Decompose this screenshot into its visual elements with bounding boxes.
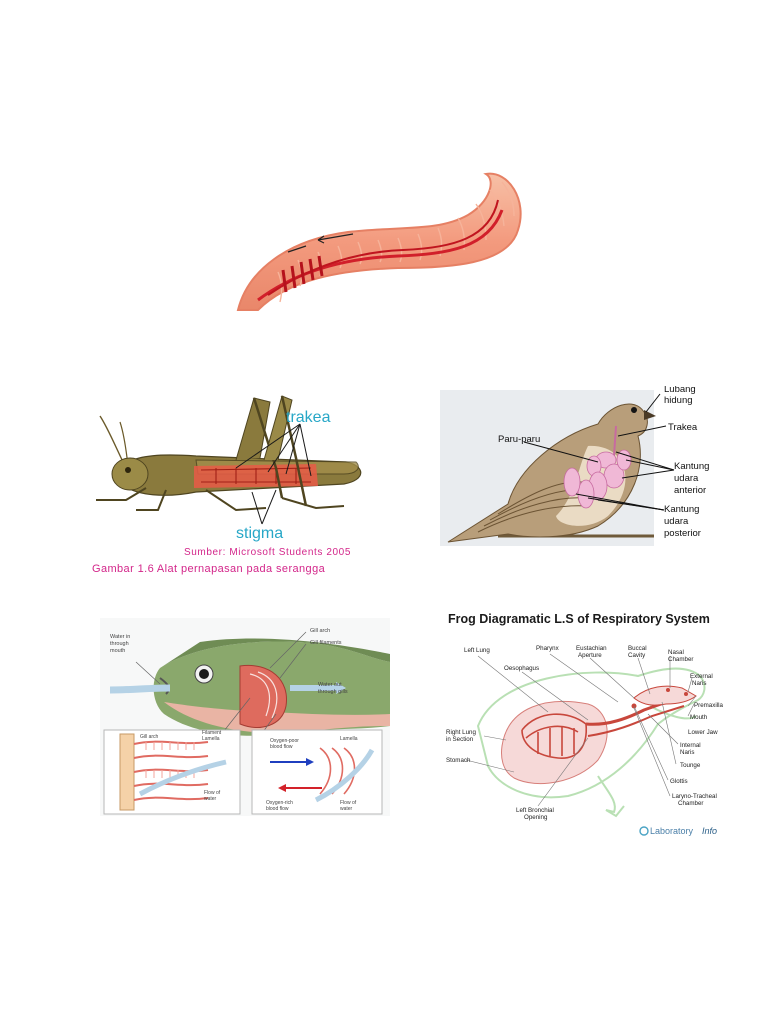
label-kantung-anterior-3: anterior (674, 485, 706, 496)
label-kantung-posterior-2: udara (664, 516, 689, 527)
earthworm-diagram (228, 160, 528, 320)
grasshopper-diagram: trakea stigma Sumber: Microsoft Students… (86, 388, 368, 584)
label-paru-paru: Paru-paru (498, 434, 540, 445)
label-oxygen-rich-2: blood flow (266, 806, 289, 812)
frog-respiratory-diagram: Frog Diagramatic L.S of Respiratory Syst… (438, 606, 738, 842)
label-lubang: Lubang (664, 386, 696, 395)
label-lower-jaw: Lower Jaw (688, 729, 718, 736)
label-water-in-1: Water in (110, 634, 130, 640)
label-lamella: Lamella (202, 736, 220, 742)
label-water-in-2: through (110, 641, 129, 647)
label-laryno-1: Laryno-Tracheal (672, 793, 717, 800)
label-kantung-posterior-1: Kantung (664, 504, 699, 515)
image-source: Sumber: Microsoft Students 2005 (184, 547, 351, 558)
label-pharynx: Pharynx (536, 645, 560, 652)
label-nasal-1: Nasal (668, 649, 684, 656)
label-internal-1: Internal (680, 742, 701, 749)
label-laryno-2: Chamber (678, 800, 703, 807)
label-lamella-2: Lamella (340, 736, 358, 742)
label-hidung: hidung (664, 395, 693, 406)
label-left-lung: Left Lung (464, 647, 490, 654)
label-nasal-2: Chamber (668, 656, 693, 663)
figure-caption: Gambar 1.6 Alat pernapasan pada serangga (92, 563, 326, 575)
label-oxygen-rich-1: Oxygen-rich (266, 800, 293, 806)
label-inset-gill-arch: Gill arch (140, 734, 159, 740)
brand-info: Info (702, 826, 717, 836)
label-water-out-2: through gills (318, 689, 348, 695)
label-mouth: Mouth (690, 714, 708, 721)
label-kantung-anterior-1: Kantung (674, 461, 709, 472)
label-premaxilla: Premaxilla (694, 702, 723, 709)
frog-respiratory-illustration: Frog Diagramatic L.S of Respiratory Syst… (446, 612, 723, 836)
bird-illustration: Lubang hidung Trakea Paru-paru Kantung u… (440, 386, 709, 546)
label-tounge: Tounge (680, 762, 701, 769)
laboratoryinfo-logo: Laboratory Info (639, 826, 717, 836)
label-external-1: External (690, 673, 713, 680)
label-oxygen-poor-2: blood flow (270, 744, 293, 750)
label-right-lung-1: Right Lung (446, 729, 476, 736)
earthworm-illustration (236, 172, 522, 311)
label-eustachian-1: Eustachian (576, 645, 607, 652)
label-flow-water-2: water (204, 796, 217, 802)
label-internal-2: Naris (680, 749, 694, 756)
label-kantung-posterior-3: posterior (664, 528, 701, 539)
label-trakea: Trakea (668, 422, 698, 433)
label-kantung-anterior-2: udara (674, 473, 699, 484)
label-buccal-1: Buccal (628, 645, 647, 652)
label-flow-water2-2: water (340, 806, 353, 812)
label-trakea: trakea (286, 409, 331, 426)
grasshopper-illustration: trakea stigma Sumber: Microsoft Students… (92, 395, 362, 575)
label-right-lung-2: in Section (446, 736, 474, 743)
label-gill-arch: Gill arch (310, 628, 330, 634)
label-bronchial-2: Opening (524, 814, 548, 821)
label-filament: Filament (202, 730, 222, 736)
frog-diagram-title: Frog Diagramatic L.S of Respiratory Syst… (448, 612, 710, 626)
label-oxygen-poor-1: Oxygen-poor (270, 738, 299, 744)
label-buccal-2: Cavity (628, 652, 646, 659)
label-external-2: Naris (692, 680, 706, 687)
label-bronchial-1: Left Bronchial (516, 807, 554, 814)
label-water-in-3: mouth (110, 648, 125, 654)
bird-diagram: Lubang hidung Trakea Paru-paru Kantung u… (438, 386, 716, 548)
label-stomach: Stomach (446, 757, 471, 764)
fish-gill-illustration: Water in through mouth Gill arch Gill fi… (100, 618, 390, 816)
label-oesophagus: Oesophagus (504, 665, 539, 672)
label-flow-water-1: Flow of (204, 790, 221, 796)
label-gill-filaments: Gill filaments (310, 640, 342, 646)
label-glottis: Glottis (670, 778, 688, 785)
label-water-out-1: Water out (318, 682, 342, 688)
fish-gill-diagram: Water in through mouth Gill arch Gill fi… (100, 618, 390, 816)
brand-laboratory: Laboratory (650, 826, 694, 836)
label-flow-water2-1: Flow of (340, 800, 357, 806)
label-stigma: stigma (236, 525, 283, 542)
label-eustachian-2: Aperture (578, 652, 602, 659)
